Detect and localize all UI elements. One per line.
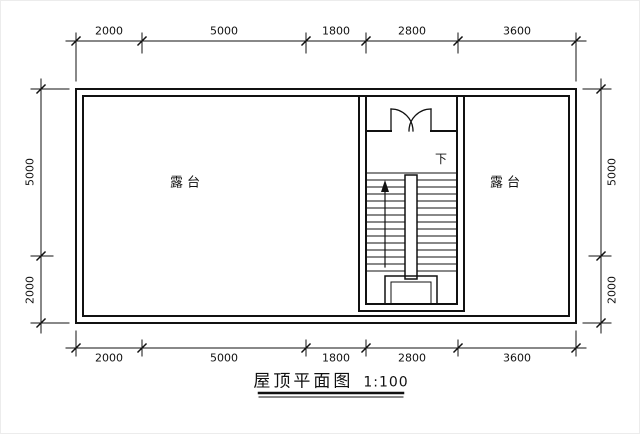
dim-label-top-2: 5000: [210, 24, 238, 38]
drawing-scale: 1:100: [363, 374, 409, 391]
dimension-ticks: [35, 35, 607, 354]
stair-direction-label: 下: [434, 152, 448, 166]
double-door-swing-icon: [390, 108, 432, 132]
dim-label-top-1: 2000: [95, 24, 123, 38]
dim-label-bottom-1: 2000: [95, 351, 123, 365]
dim-label-bottom-2: 5000: [210, 351, 238, 365]
drawing-title-text: 屋顶平面图: [253, 371, 354, 392]
dim-label-left-2: 2000: [23, 276, 37, 304]
stair-arrow-head-icon: [381, 180, 389, 192]
dim-label-left-1: 5000: [23, 158, 37, 186]
drawing-title: 屋顶平面图 1:100: [253, 367, 408, 392]
room-label-terrace-left: 露台: [169, 175, 205, 191]
dim-label-right-2: 2000: [605, 276, 619, 304]
room-label-terrace-right: 露台: [489, 175, 525, 191]
dim-label-top-5: 3600: [503, 24, 531, 38]
dim-label-bottom-5: 3600: [503, 351, 531, 365]
dim-label-top-3: 1800: [322, 24, 350, 38]
dim-label-bottom-3: 1800: [322, 351, 350, 365]
extension-lines: [30, 32, 612, 357]
stair-lower-landing: [384, 275, 438, 305]
dim-label-right-1: 5000: [605, 158, 619, 186]
dimension-lines: [40, 40, 602, 349]
building-outer-wall: [75, 88, 577, 324]
stair-handrail: [404, 174, 418, 280]
dim-label-top-4: 2800: [398, 24, 426, 38]
dim-label-bottom-4: 2800: [398, 351, 426, 365]
